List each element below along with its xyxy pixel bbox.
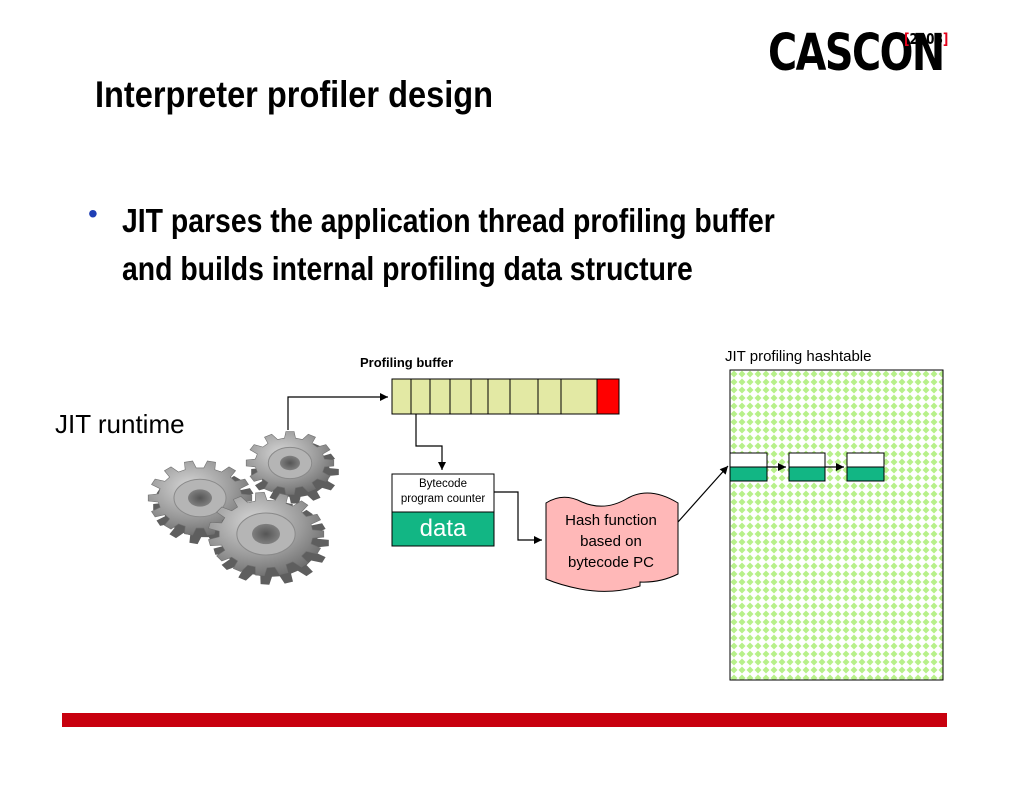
hashtable (729, 369, 944, 681)
hash-function-label: Hash function based on bytecode PC (546, 510, 676, 573)
buffer-to-record-arrow (415, 414, 446, 470)
hashtable-chain (729, 452, 885, 482)
hash-label-line-3: bytecode PC (568, 554, 654, 571)
bullet-line-1: JIT parses the application thread profil… (122, 202, 775, 239)
bullet-dot: • (88, 198, 98, 229)
bullet-text: JIT parses the application thread profil… (122, 197, 775, 293)
cascon-logo: CASCON [2008] (768, 26, 993, 81)
record-label-line-1: Bytecode (419, 478, 467, 490)
logo-wordmark: CASCON (768, 24, 945, 83)
footer-rule (62, 713, 947, 727)
bullet-line-2: and builds internal profiling data struc… (122, 250, 693, 287)
record-to-hash-arrow (494, 491, 542, 544)
hash-label-line-2: based on (580, 533, 642, 550)
record-label: Bytecode program counter (392, 477, 494, 507)
hash-to-table-arrow (677, 465, 729, 523)
record-label-line-2: program counter (400, 493, 486, 505)
hashtable-label: JIT profiling hashtable (725, 348, 872, 365)
slide-title: Interpreter profiler design (95, 74, 494, 115)
record-data-label: data (419, 515, 467, 542)
record-box (391, 473, 495, 547)
hash-function-box (545, 492, 679, 592)
gears-icon (147, 431, 339, 585)
hash-label-line-1: Hash function (565, 512, 657, 529)
profiling-buffer-label: Profiling buffer (360, 355, 454, 370)
profiling-buffer (391, 378, 620, 415)
jit-runtime-label: JIT runtime (55, 409, 185, 439)
logo-year: [2008] (904, 30, 949, 48)
gears-to-buffer-arrow (287, 393, 388, 430)
